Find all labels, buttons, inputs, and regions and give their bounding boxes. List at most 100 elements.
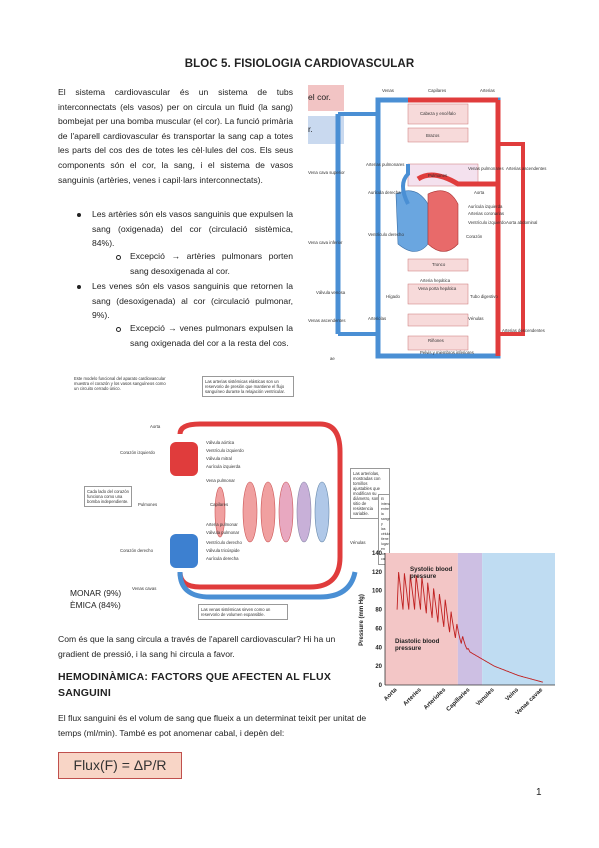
circulation-diagram: Venas Capilares Arterias Cabeza y encéfa… [308,84,550,369]
label-vena-porta: Vena porta hepática [418,286,457,291]
sub-bullet-arteries: Excepció → artèries pulmonars porten san… [130,251,293,276]
label-higado: Hígado [386,294,400,299]
bullet-dot [77,285,81,289]
y-tick-label: 120 [372,570,383,576]
section-heading: HEMODINÀMICA: FACTORS QUE AFECTEN AL FLU… [58,671,332,699]
page-title: BLOC 5. FISIOLOGIA CARDIOVASCULAR [184,58,415,70]
left-heart-shape [170,442,198,476]
y-tick-label: 0 [379,683,383,689]
label-corazon: Corazón [466,234,483,239]
sub-bullet-veins: Excepció → venes pulmonars expulsen la s… [130,323,293,348]
y-tick-label: 20 [375,664,382,670]
label-arterias-desc: Arterias descendentes [502,328,545,333]
x-tick-label: Arterioles [423,687,448,712]
highlight-blue-text: r. [308,124,313,134]
label-venas-asc: Venas ascendentes [308,318,346,323]
band-capillary [457,553,483,685]
x-tick-label: Veins [505,687,521,703]
label-auricula-der: Aurícula derecha [206,556,239,561]
label-pelvis: Pelvis y miembros inferiores [420,350,474,355]
highlight-red-text: el cor. [308,92,331,102]
label-arterias-asc: Arterias ascendentes [506,166,546,171]
note-bottom: Las venas sistémicas sirven como un rese… [198,604,288,620]
label-auricula-izq: Aurícula izquierda [206,464,241,469]
x-tick-label: Arteries [403,687,424,708]
label-valvula-pulmonar: Válvula pulmonar [206,530,240,535]
y-tick-label: 80 [375,608,382,614]
note-intro: Este modelo funcional del aparato cardio… [74,376,166,391]
band-venous [482,553,555,685]
capillary-lobes [214,481,330,543]
sub-bullet-ring [116,255,121,260]
label-tronco: Tronco [432,262,446,267]
page-number: 1 [536,787,542,798]
label-venulas: Vénulas [468,316,484,321]
overlap-text-2: ÈMICA (84%) [70,600,121,610]
x-tick-label: Aorta [383,687,399,703]
label-corazon-der: Corazón derecho [120,548,154,553]
label-arteria-hep: Arteria hepática [420,278,451,283]
label-cabeza: Cabeza y encéfalo [420,111,456,116]
label-valvula-venosa: Válvula venosa [316,290,346,295]
y-tick-label: 60 [375,626,382,632]
label-ventriculo-der: Ventrículo derecho [368,232,404,237]
label-tubo-dig: Tubo digestivo [470,294,498,299]
y-tick-label: 140 [372,551,383,557]
question-paragraph: Com és que la sang circula a través de l… [58,634,336,659]
label-pulmones: Pulmones [428,173,447,178]
sub-bullet-ring [116,327,121,332]
note-right1: Las arteriolas, mostradas con tornillos … [350,468,390,519]
label-arterias: Arterias [480,88,495,93]
y-tick-label: 40 [375,645,382,651]
bullet-dot [77,213,81,217]
label-venas: Venas [382,88,394,93]
band-arterial [385,553,458,685]
label-aorta-abd: Aorta abdominal [506,220,537,225]
label-auricula-der: Aurícula derecha [368,190,401,195]
label-auricula-izq: Aurícula izquierda [468,204,503,209]
label-valvula-aortica: Válvula aórtica [206,440,235,445]
x-tick-label: Capillaries [446,687,472,713]
label-venulas: Vénulas [350,540,366,545]
label-ventriculo-izq: Ventrículo izquierdo [206,448,244,453]
note-left: Cada lado del corazón funciona como una … [84,486,132,507]
intro-paragraph: El sistema cardiovascular és un sistema … [58,87,294,185]
overlap-text-1: MONAR (9%) [70,588,122,598]
right-heart-shape [170,534,198,568]
label-aorta: Aorta [474,190,485,195]
label-vena-cava-sup: Vena cava superior [308,170,345,175]
label-vena-pulmonar: Vena pulmonar [206,478,235,483]
label-venas-cavas: Venas cavas [132,586,156,591]
label-ventriculo-der: Ventrículo derecho [206,540,242,545]
label-ventriculo-izq: Ventrículo izquierdo [468,220,506,225]
label-arterias-cor: Arterias coronarias [468,211,504,216]
label-venas-pulm: Venas pulmonares [468,166,504,171]
highlight-red: el cor. [308,85,344,111]
label-brazos: Brazos [426,133,439,138]
heart [395,164,498,252]
bullet-veins: Les venes són els vasos sanguinis que re… [92,281,293,321]
label-arteriolas: Arteriolas [368,316,386,321]
y-axis-label: Pressure (mm Hg) [359,594,365,646]
label-rinones: Riñones [428,338,444,343]
label-arterias-pulm: Arterias pulmonares [366,162,404,167]
functional-model-figure: Aorta Válvula aórtica Ventrículo izquier… [70,372,390,622]
label-arteria-pulmonar: Arteria pulmonar [206,522,238,527]
label-aorta: Aorta [150,424,161,429]
flow-paragraph: El flux sanguini és el volum de sang que… [58,713,367,738]
functional-model-svg: Aorta Válvula aórtica Ventrículo izquier… [120,421,374,600]
x-tick-label: Venules [475,687,496,708]
circulation-svg: Venas Capilares Arterias Cabeza y encéfa… [308,88,546,361]
label-vena-cava-inf: Vena cava inferior [308,240,343,245]
label-ae: ae [330,356,335,361]
note-right2: El intercambio entre la sangre y las cél… [378,494,390,565]
label-capilares: Capilares [210,502,228,507]
label-capilares: Capilares [428,88,446,93]
note-top: Las arterias sistémicas elásticas son un… [202,376,294,397]
label-corazon-izq: Corazón izquierdo [120,450,155,455]
label-valvula-tricuspide: Válvula tricúspide [206,548,240,553]
